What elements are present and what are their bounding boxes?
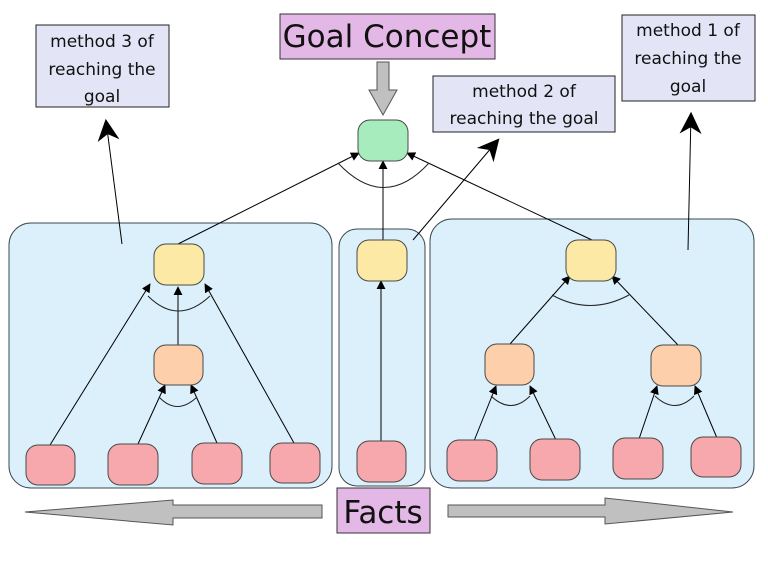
edge-m3-fact3-to-sub: [190, 384, 218, 444]
edge-m3-to-goal: [177, 152, 360, 245]
m2-fact-node-1: [356, 440, 407, 483]
method-3-note-line-1: method 3 of: [50, 32, 155, 52]
m1-intermediate-node: [565, 239, 617, 282]
region-method-2: [338, 228, 426, 487]
edge-m3-fact2-to-sub: [137, 384, 166, 445]
m3-fact-node-3: [191, 442, 243, 485]
edge-m1-fact1-to-subL: [473, 385, 498, 442]
method-2-note-line-2: reaching the goal: [450, 109, 599, 129]
method-3-note-line-2: reaching the: [48, 60, 155, 80]
m1-sub-intermediate-node-left: [484, 343, 535, 386]
goal-node: [357, 119, 409, 162]
edge-m1-fact3-to-subR: [638, 385, 659, 440]
method-1-note-line-3: goal: [670, 77, 706, 97]
m1-fact-node-2: [529, 438, 581, 481]
method-2-pointer: [412, 138, 500, 241]
m1-fact-node-4: [690, 436, 742, 478]
method-2-note-box: [432, 75, 616, 133]
edge-m3-fact4-to-inter: [204, 283, 295, 444]
method-3-note-line-3: goal: [84, 87, 120, 107]
and-arc-m3-sub: [158, 396, 198, 407]
method-3-pointer: [97, 118, 123, 245]
edge-m1-subR-to-inter: [611, 275, 679, 346]
and-arc-m1-subL: [490, 395, 531, 406]
m3-intermediate-node: [153, 243, 205, 286]
edge-m1-subL-to-inter: [509, 275, 571, 345]
m1-fact-node-3: [612, 437, 664, 480]
edge-m1-fact4-to-subR: [694, 385, 718, 439]
method-1-note-box: [621, 14, 756, 102]
and-arc-goal: [337, 162, 430, 188]
and-arc-m1-subR: [654, 395, 695, 406]
edge-m3-fact1-to-inter: [49, 283, 151, 446]
method-1-note-line-2: reaching the: [634, 49, 741, 69]
facts-left-arrow-icon: [24, 499, 323, 526]
m1-fact-node-1: [446, 439, 498, 482]
m3-fact-node-2: [107, 443, 159, 486]
m3-fact-node-1: [25, 444, 76, 486]
method-1-note-line-1: method 1 of: [636, 21, 741, 41]
method-2-note-line-1: method 2 of: [472, 82, 577, 102]
method-3-note-box: [35, 24, 170, 108]
goal-concept-label: Goal Concept: [283, 19, 492, 55]
region-method-1: [429, 218, 755, 489]
edge-m1-fact2-to-subL: [529, 385, 557, 441]
goal-down-arrow-icon: [368, 61, 398, 117]
method-1-pointer: [679, 111, 702, 251]
facts-label: Facts: [343, 495, 422, 531]
and-arc-m1-inter: [551, 294, 630, 306]
edge-m1-to-goal: [406, 152, 593, 241]
m3-sub-intermediate-node: [153, 344, 204, 386]
m2-intermediate-node: [356, 239, 408, 282]
m1-sub-intermediate-node-right: [650, 344, 702, 387]
goal-concept-label-box: [279, 13, 496, 60]
facts-label-box: [336, 487, 431, 534]
and-arc-m3-inter: [147, 295, 211, 312]
m3-fact-node-4: [269, 442, 321, 484]
facts-right-arrow-icon: [447, 497, 734, 525]
